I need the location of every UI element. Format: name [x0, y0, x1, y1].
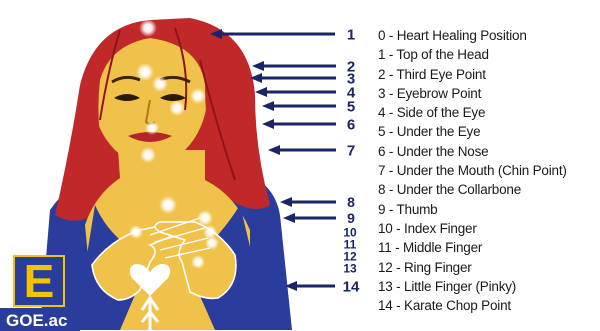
legend-item: 12 - Ring Finger [378, 258, 567, 277]
legend-item: 14 - Karate Chop Point [378, 296, 567, 315]
arrow-head-icon [280, 197, 292, 207]
point-number: 13 [343, 261, 357, 275]
arrow-head-icon [262, 101, 274, 111]
legend-item: 13 - Little Finger (Pinky) [378, 277, 567, 296]
pointer-8: 8 [280, 194, 355, 210]
point-number: 1 [347, 26, 355, 43]
point-number: 5 [347, 98, 355, 115]
pointer-4: 4 [255, 84, 356, 101]
legend-item: 6 - Under the Nose [378, 142, 567, 161]
point-number: 9 [347, 210, 355, 226]
pointer-6: 6 [262, 116, 355, 133]
arrow-head-icon [252, 61, 264, 71]
arrow-head-icon [268, 145, 280, 155]
pointer-7: 7 [268, 142, 355, 159]
legend-item: 5 - Under the Eye [378, 122, 567, 141]
arrow-head-icon [255, 87, 267, 97]
legend-item: 4 - Side of the Eye [378, 103, 567, 122]
pointer-3: 3 [250, 70, 355, 87]
legend-item: 10 - Index Finger [378, 219, 567, 238]
legend-item: 8 - Under the Collarbone [378, 180, 567, 199]
pointer-13: 13 [343, 261, 357, 275]
logo-letter: E [24, 255, 55, 307]
legend-item: 2 - Third Eye Point [378, 65, 567, 84]
point-number: 7 [347, 142, 355, 159]
legend-item: 1 - Top of the Head [378, 45, 567, 64]
pointer-9: 9 [283, 210, 355, 226]
point-number: 6 [347, 116, 355, 133]
point-number: 8 [347, 194, 355, 210]
legend-item: 0 - Heart Healing Position [378, 26, 567, 45]
arrow-head-icon [283, 213, 295, 223]
legend-item: 11 - Middle Finger [378, 238, 567, 257]
logo-text: GOE.ac [6, 311, 67, 330]
legend-item: 7 - Under the Mouth (Chin Point) [378, 161, 567, 180]
pointer-14: 14 [285, 278, 360, 295]
point-number: 14 [343, 278, 360, 295]
legend-item: 3 - Eyebrow Point [378, 84, 567, 103]
pointer-2: 2 [252, 58, 355, 75]
pointer-5: 5 [262, 98, 355, 115]
arrow-head-icon [262, 119, 274, 129]
legend-item: 9 - Thumb [378, 200, 567, 219]
